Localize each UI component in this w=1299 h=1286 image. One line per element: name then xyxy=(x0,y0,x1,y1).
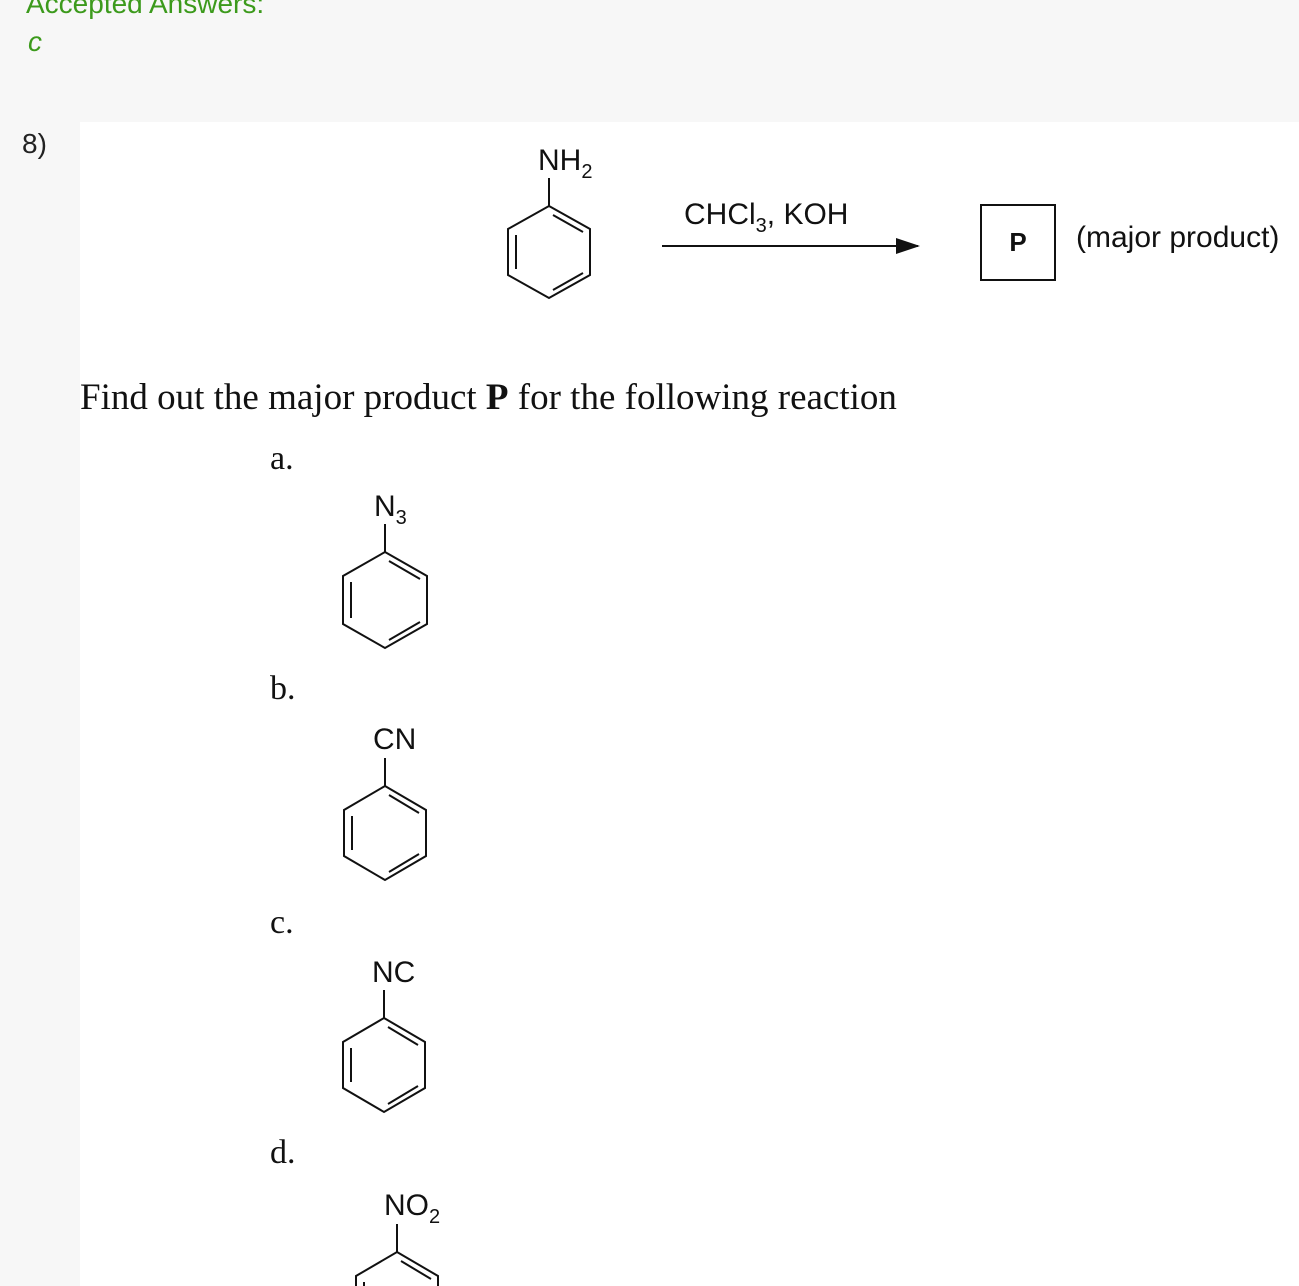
reactant-group-label: NH2 xyxy=(538,144,592,183)
option-b-group-label: CN xyxy=(373,723,416,756)
benzene-ring xyxy=(342,1016,426,1114)
option-d-molecule: NO2 xyxy=(355,1189,440,1286)
option-c-molecule: NC xyxy=(342,956,426,1114)
option-b-molecule: CN xyxy=(343,723,427,882)
benzene-ring xyxy=(343,784,427,882)
question-number: 8) xyxy=(22,128,47,159)
reactant-molecule: NH2 xyxy=(507,144,592,300)
option-c-label[interactable]: c. xyxy=(270,904,294,941)
option-d-group-label: NO2 xyxy=(384,1189,440,1228)
accepted-answers-title: Accepted Answers: xyxy=(26,0,265,19)
question-panel: NH2 CHCl3, KOH P (major product) N3 CN xyxy=(80,122,1299,1286)
benzene-ring xyxy=(342,550,428,650)
benzene-ring xyxy=(355,1250,439,1286)
reaction-scheme: NH2 CHCl3, KOH P (major product) N3 CN xyxy=(342,144,1279,1286)
product-note: (major product) xyxy=(1076,221,1279,254)
benzene-ring xyxy=(507,204,591,300)
accepted-answer-value: c xyxy=(28,26,42,57)
option-a-label[interactable]: a. xyxy=(270,440,294,477)
product-box xyxy=(980,204,1056,281)
option-b-label[interactable]: b. xyxy=(270,670,296,707)
option-a-group-label: N3 xyxy=(374,490,407,529)
reagent-label: CHCl3, KOH xyxy=(684,198,848,237)
question-prompt: Find out the major product P for the fol… xyxy=(80,377,897,418)
product-box-label: P xyxy=(1009,227,1026,257)
option-a-molecule: N3 xyxy=(342,490,428,650)
option-c-group-label: NC xyxy=(372,956,415,989)
option-d-label[interactable]: d. xyxy=(270,1134,296,1171)
